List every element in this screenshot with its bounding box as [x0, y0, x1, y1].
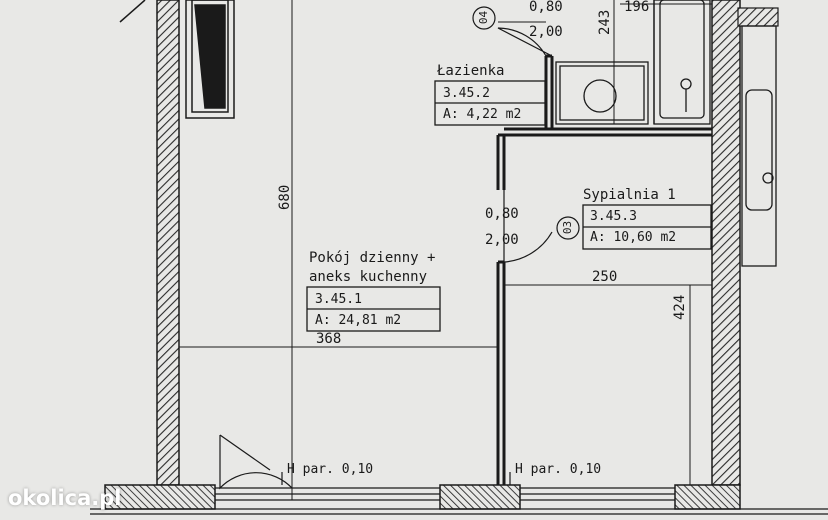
room-name-living-line1: Pokój dzienny +: [309, 250, 436, 266]
room-number-bathroom: 3.45.2: [443, 86, 490, 101]
room-name-living-line2: aneks kuchenny: [309, 269, 428, 285]
dimension-lines: [179, 0, 712, 485]
bottom-window: [90, 487, 828, 515]
wall-bottom-mid: [439, 484, 521, 510]
dimension-424: 424: [672, 294, 688, 320]
room-number-living: 3.45.1: [315, 292, 362, 307]
dimension-368: 368: [316, 331, 342, 347]
room-name-bedroom: Sypialnia 1: [583, 187, 676, 203]
wall-top-right: [737, 7, 779, 27]
watermark-logo: okolica.pl: [8, 486, 122, 510]
room-name-bathroom: Łazienka: [437, 63, 505, 79]
wall-left: [156, 0, 180, 486]
dimension-243: 243: [597, 9, 613, 35]
door-id-04: 04: [477, 10, 491, 25]
sill-markers: [281, 472, 511, 485]
sill-note-left: H par. 0,10: [287, 462, 374, 477]
door-03-width: 0,80: [485, 206, 519, 222]
dimension-680: 680: [277, 184, 293, 210]
door-id-circles: [472, 6, 580, 240]
sill-note-right: H par. 0,10: [515, 462, 602, 477]
door-id-03: 03: [561, 220, 575, 235]
door-04-width: 0,80: [529, 0, 563, 15]
wall-bottom-left: [104, 484, 216, 510]
room-area-living: A: 24,81 m2: [315, 313, 402, 328]
dimension-250: 250: [592, 269, 618, 285]
dimension-196: 196: [624, 0, 650, 15]
room-area-bedroom: A: 10,60 m2: [590, 230, 677, 245]
partitions: [496, 54, 712, 485]
door-04-height: 2,00: [529, 24, 563, 40]
wall-right: [711, 0, 741, 486]
bathroom-fixtures: [555, 0, 777, 267]
door-03-height: 2,00: [485, 232, 519, 248]
room-number-bedroom: 3.45.3: [590, 209, 637, 224]
window-top-left: [119, 0, 235, 119]
room-area-bathroom: A: 4,22 m2: [443, 107, 522, 122]
door-swings: [219, 27, 553, 490]
wall-bottom-right: [674, 484, 741, 510]
room-tag-boxes: [306, 80, 712, 332]
